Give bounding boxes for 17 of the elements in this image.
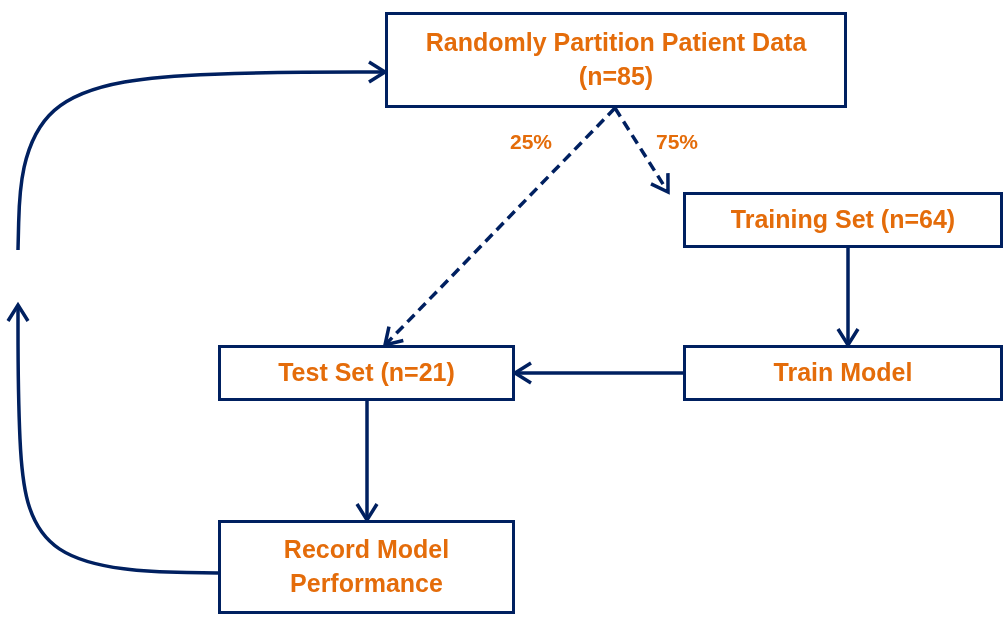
arrow xyxy=(6,303,219,575)
process-box xyxy=(385,12,847,108)
arrow xyxy=(16,60,387,251)
box-label: Train Model xyxy=(773,357,913,389)
box-label: Record Model Performance xyxy=(282,534,451,599)
arrow xyxy=(613,107,670,194)
process-box xyxy=(683,345,1003,401)
arrow xyxy=(383,106,617,347)
process-box xyxy=(218,520,515,614)
box-label: Test Set (n=21) xyxy=(278,357,455,389)
arrow xyxy=(836,248,860,347)
arrow xyxy=(355,401,379,522)
process-box xyxy=(683,192,1003,248)
box-label: Randomly Partition Patient Data (n=85) xyxy=(424,27,808,92)
box-label: Training Set (n=64) xyxy=(730,204,956,236)
arrow xyxy=(513,361,683,385)
process-box xyxy=(218,345,515,401)
